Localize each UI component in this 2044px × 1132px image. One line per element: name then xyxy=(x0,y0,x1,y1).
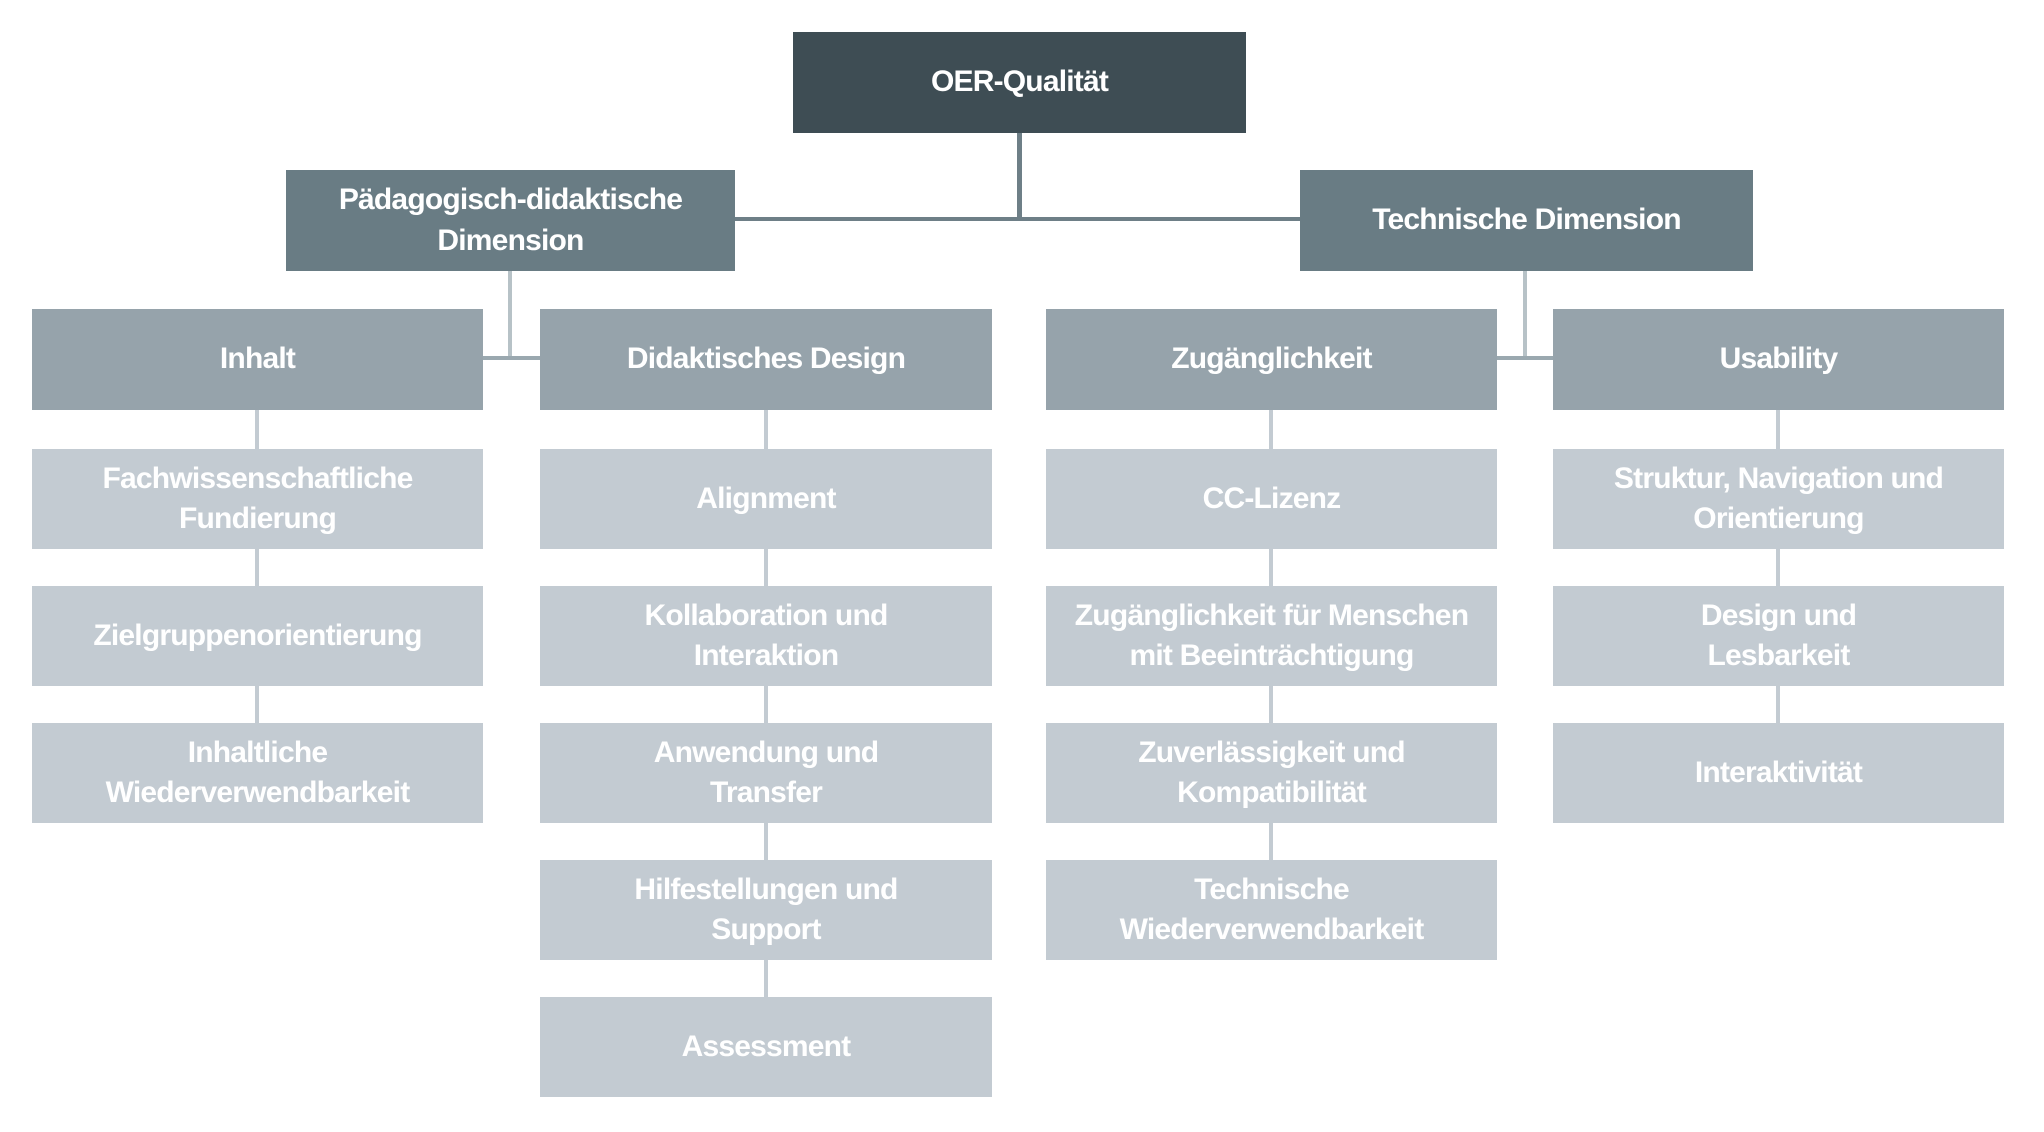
connector-col3-a xyxy=(1269,410,1273,449)
connector-col4-c xyxy=(1776,686,1780,723)
connector-col3-b xyxy=(1269,549,1273,586)
connector-col3-c xyxy=(1269,686,1273,723)
node-assessment: Assessment xyxy=(540,997,992,1097)
connector-col1-b xyxy=(255,549,259,586)
node-oer-qualitaet: OER-Qualität xyxy=(793,32,1246,133)
connector-col2-c xyxy=(764,686,768,723)
node-alignment: Alignment xyxy=(540,449,992,549)
node-usability: Usability xyxy=(1553,309,2004,410)
connector-col2-d xyxy=(764,823,768,860)
node-inhaltliche-wiederverwendbarkeit: Inhaltliche Wiederverwendbarkeit xyxy=(32,723,483,823)
connector-col2-a xyxy=(764,410,768,449)
connector-col3-d xyxy=(1269,823,1273,860)
connector-paedagogisch-vertical xyxy=(508,271,512,357)
connector-col4-a xyxy=(1776,410,1780,449)
node-struktur-navigation-und-orientierung: Struktur, Navigation und Orientierung xyxy=(1553,449,2004,549)
node-hilfestellungen-und-support: Hilfestellungen und Support xyxy=(540,860,992,960)
connector-technische-horizontal xyxy=(1497,356,1553,360)
node-zugaenglichkeit-fuer-menschen-mit-beeintraechtigung: Zugänglichkeit für Menschen mit Beeinträ… xyxy=(1046,586,1497,686)
connector-col2-b xyxy=(764,549,768,586)
connector-paedagogisch-horizontal xyxy=(483,356,540,360)
node-interaktivitaet: Interaktivität xyxy=(1553,723,2004,823)
node-design-und-lesbarkeit: Design und Lesbarkeit xyxy=(1553,586,2004,686)
connector-dimensions-horizontal xyxy=(735,217,1300,221)
node-paedagogisch-didaktische-dimension: Pädagogisch-didaktische Dimension xyxy=(286,170,735,271)
connector-col1-a xyxy=(255,410,259,449)
node-zuverlaessigkeit-und-kompatibilitaet: Zuverlässigkeit und Kompatibilität xyxy=(1046,723,1497,823)
node-anwendung-und-transfer: Anwendung und Transfer xyxy=(540,723,992,823)
node-inhalt: Inhalt xyxy=(32,309,483,410)
connector-technische-vertical xyxy=(1523,271,1527,357)
node-kollaboration-und-interaktion: Kollaboration und Interaktion xyxy=(540,586,992,686)
node-didaktisches-design: Didaktisches Design xyxy=(540,309,992,410)
connector-col1-c xyxy=(255,686,259,723)
node-technische-wiederverwendbarkeit: Technische Wiederverwendbarkeit xyxy=(1046,860,1497,960)
node-zugaenglichkeit: Zugänglichkeit xyxy=(1046,309,1497,410)
node-fachwissenschaftliche-fundierung: Fachwissenschaftliche Fundierung xyxy=(32,449,483,549)
connector-root-vertical xyxy=(1017,133,1022,217)
node-cc-lizenz: CC-Lizenz xyxy=(1046,449,1497,549)
connector-col4-b xyxy=(1776,549,1780,586)
connector-col2-e xyxy=(764,960,768,997)
node-technische-dimension: Technische Dimension xyxy=(1300,170,1753,271)
node-zielgruppenorientierung: Zielgruppenorientierung xyxy=(32,586,483,686)
